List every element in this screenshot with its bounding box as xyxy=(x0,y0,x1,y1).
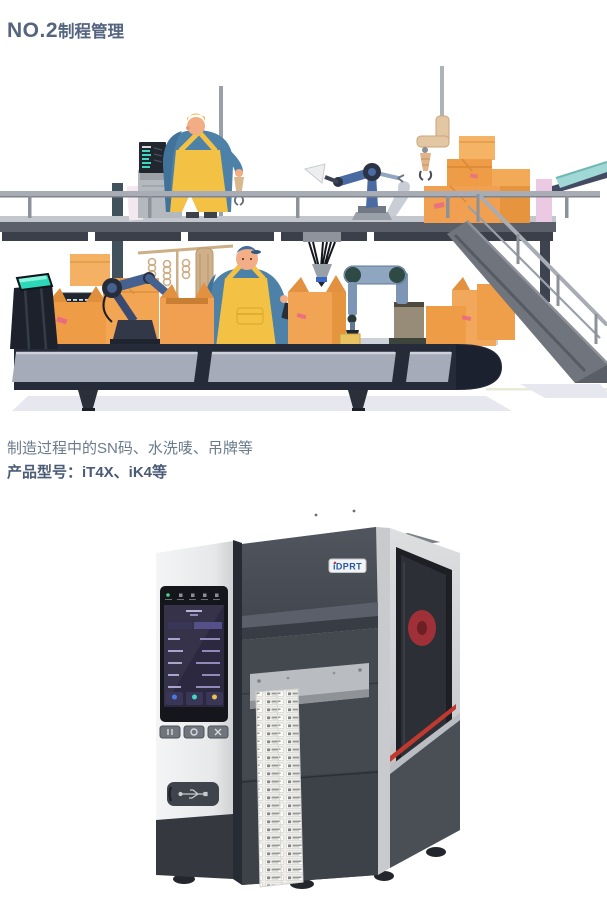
discharge-ramp xyxy=(447,190,607,383)
caption-line1: 制造过程中的SN码、水洗唛、吊牌等 xyxy=(7,440,253,457)
caption-block: 制造过程中的SN码、水洗唛、吊牌等 产品型号：iT4X、iK4等 xyxy=(7,437,253,485)
usb-icon xyxy=(178,789,208,799)
brand-logo-text: iDPRT xyxy=(333,562,362,572)
lower-robot-arm xyxy=(102,272,178,347)
conveyor-belt xyxy=(12,344,502,411)
printer-hood: iDPRT xyxy=(242,527,378,640)
usb-port[interactable] xyxy=(167,782,219,806)
page-title-text: 制程管理 xyxy=(58,23,125,41)
control-panel xyxy=(156,541,233,879)
side-accent-stripe xyxy=(390,704,456,762)
worker-boxes xyxy=(160,275,346,346)
overhead-crane-arm xyxy=(416,66,450,181)
printer-side-panel xyxy=(390,528,460,868)
floor-shadow xyxy=(12,396,512,411)
floor-shadow-right xyxy=(520,384,607,398)
panel-buttons[interactable] xyxy=(159,725,229,739)
page-title: NO.2制程管理 xyxy=(7,18,124,43)
touchscreen[interactable] xyxy=(164,605,224,707)
panel-button-glyphs xyxy=(167,728,222,736)
caption-line2: 产品型号：iT4X、iK4等 xyxy=(7,464,168,481)
packing-worker xyxy=(202,245,293,347)
label-strip xyxy=(255,688,304,888)
touchscreen-buttons[interactable] xyxy=(166,692,223,705)
corner-chute xyxy=(536,161,607,222)
upper-railing xyxy=(0,191,600,218)
brand-badge: iDPRT xyxy=(328,558,367,573)
front-right-edge xyxy=(376,527,390,875)
page-title-number: NO.2 xyxy=(7,19,59,42)
right-boxes xyxy=(426,277,515,346)
kiosk-scanner xyxy=(10,272,58,350)
printer-product-image: iDPRT xyxy=(138,498,472,892)
scara-robot xyxy=(339,265,429,347)
factory-illustration xyxy=(0,66,607,411)
worker-at-terminal xyxy=(163,113,245,218)
front-gap xyxy=(233,540,242,885)
status-led-row xyxy=(165,593,220,600)
delta-robot xyxy=(303,232,341,287)
